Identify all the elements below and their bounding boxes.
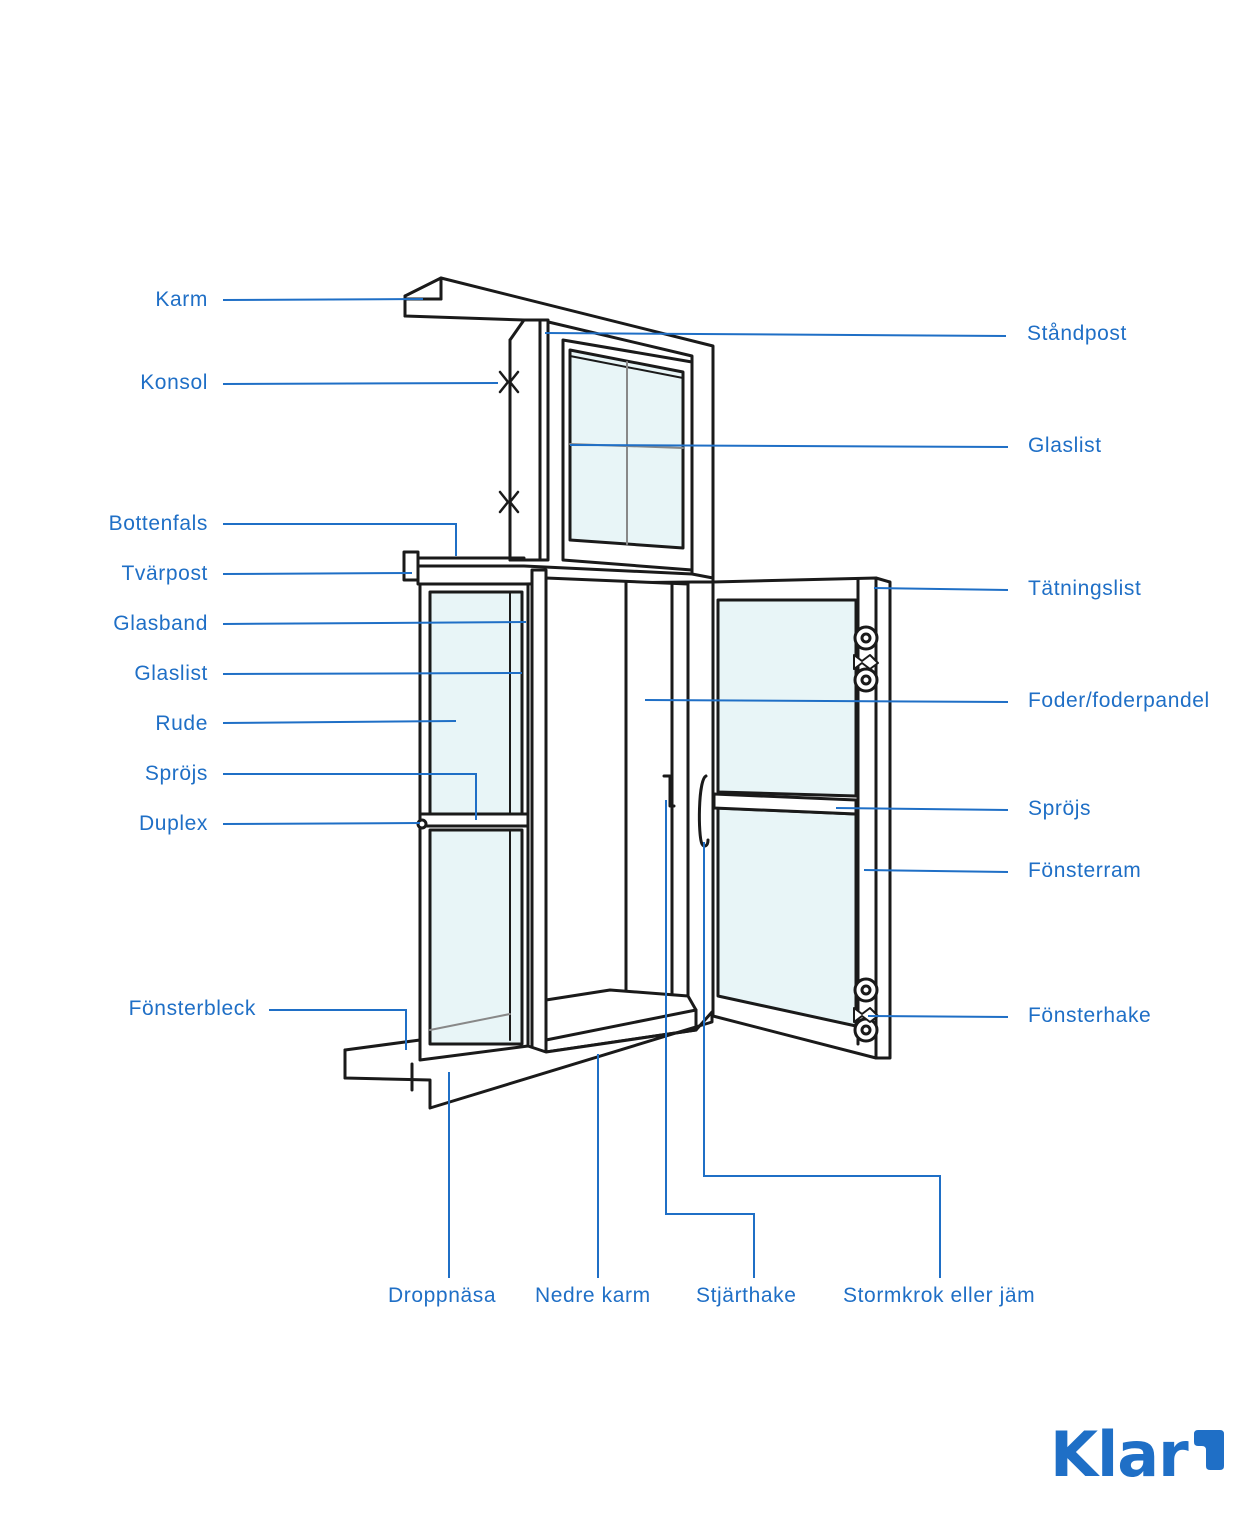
label-glasband: Glasband xyxy=(113,612,208,635)
leader-glaslist-right xyxy=(569,444,1009,448)
logo-text: Klar xyxy=(1050,1418,1189,1491)
leader-fonsterbleck xyxy=(269,1009,407,1050)
hinge-top xyxy=(853,625,879,651)
mullion-lower xyxy=(530,568,548,1057)
label-duplex: Duplex xyxy=(139,812,208,835)
leader-duplex xyxy=(222,822,421,825)
label-glaslist-left: Glaslist xyxy=(134,662,208,685)
leader-foder xyxy=(644,699,1009,703)
left-muntin xyxy=(418,812,530,828)
logo-mark-icon xyxy=(1194,1430,1224,1470)
leader-tvarpost xyxy=(222,572,413,575)
leader-stjarthake xyxy=(665,800,755,1278)
label-tvarpost: Tvärpost xyxy=(121,562,208,585)
right-muntin xyxy=(712,792,858,816)
konsol-upper xyxy=(498,370,520,394)
label-sprojs-left: Spröjs xyxy=(144,762,208,785)
hinge-bottom xyxy=(853,977,879,1003)
left-glass-lower xyxy=(428,828,524,1046)
label-glaslist-right: Glaslist xyxy=(1028,434,1102,457)
label-nedre-karm: Nedre karm xyxy=(535,1284,651,1307)
leader-glasband xyxy=(222,621,527,625)
leader-tatningslist xyxy=(873,587,1009,591)
label-sprojs-right: Spröjs xyxy=(1028,797,1092,820)
leader-standpost xyxy=(544,332,1007,337)
label-fonsterhake: Fönsterhake xyxy=(1028,1004,1152,1027)
stormkrok-hook xyxy=(697,774,710,848)
label-karm: Karm xyxy=(155,288,208,311)
label-fonsterram: Fönsterram xyxy=(1028,859,1142,882)
klar-logo: Klar xyxy=(1050,1418,1230,1491)
leader-rude xyxy=(222,720,457,724)
label-fonsterbleck: Fönsterbleck xyxy=(128,997,256,1020)
right-glass-lower xyxy=(716,806,858,1028)
label-stormkrok: Stormkrok eller jäm xyxy=(843,1284,1036,1307)
label-bottenfals: Bottenfals xyxy=(108,512,208,535)
label-rude: Rude xyxy=(155,712,208,735)
left-jamb xyxy=(508,318,542,562)
label-standpost: Ståndpost xyxy=(1027,322,1127,345)
leader-glaslist-left xyxy=(222,672,523,675)
leader-stormkrok xyxy=(703,842,941,1278)
leader-konsol xyxy=(222,382,499,385)
konsol-lower xyxy=(498,490,520,514)
label-tatningslist: Tätningslist xyxy=(1028,577,1142,600)
lower-rail xyxy=(544,988,698,1042)
leader-fonsterhake xyxy=(867,1015,1009,1018)
leader-bottenfals xyxy=(223,523,457,556)
label-stjarthake: Stjärthake xyxy=(696,1284,797,1307)
leader-fonsterram xyxy=(863,869,1009,873)
label-konsol: Konsol xyxy=(140,371,208,394)
right-glass-upper xyxy=(716,598,858,798)
mullion-upper xyxy=(538,318,550,562)
leader-sprojs-left xyxy=(223,773,477,820)
label-droppnasa: Droppnäsa xyxy=(388,1284,497,1307)
leader-karm xyxy=(222,298,424,301)
stjarthake-hook xyxy=(662,774,676,808)
label-foder: Foder/foderpandel xyxy=(1028,689,1210,712)
leader-sprojs-right xyxy=(835,807,1009,811)
